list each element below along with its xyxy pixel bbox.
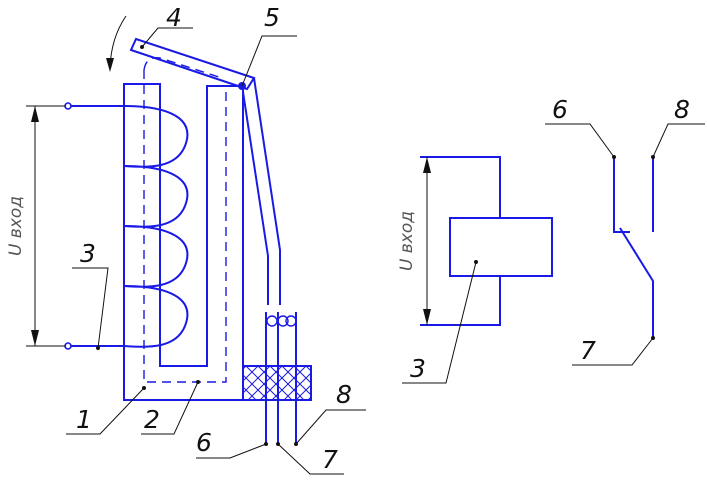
insulating-block bbox=[242, 365, 312, 401]
magnetic-core bbox=[123, 83, 244, 401]
dimension-arrow-bottom bbox=[31, 330, 39, 346]
contact-6-normally-closed bbox=[613, 157, 630, 233]
relay-coil-symbol bbox=[449, 217, 553, 277]
callout-leaders bbox=[402, 123, 705, 384]
callout-8: 8 bbox=[336, 380, 352, 409]
callout-7: 7 bbox=[322, 445, 338, 474]
pusher-rod bbox=[242, 77, 281, 305]
input-voltage-label: U вход bbox=[6, 196, 26, 256]
coil-winding bbox=[66, 105, 189, 348]
magnetic-flux-path-top bbox=[143, 57, 223, 79]
callout-8: 8 bbox=[674, 95, 690, 124]
armature bbox=[129, 37, 256, 91]
armature-motion-arrowhead bbox=[106, 58, 114, 72]
coil-lead-bottom bbox=[420, 276, 501, 326]
input-voltage-label: U вход bbox=[397, 211, 417, 271]
dimension-arrow-bottom bbox=[423, 309, 431, 325]
callout-leaders bbox=[66, 27, 366, 475]
contact-point bbox=[277, 315, 289, 327]
dimension-arrow-top bbox=[423, 157, 431, 173]
contact-7-common bbox=[619, 227, 654, 338]
callout-3: 3 bbox=[80, 239, 96, 268]
callout-1: 1 bbox=[76, 405, 92, 434]
callout-5: 5 bbox=[264, 3, 280, 32]
contact-point bbox=[285, 315, 297, 327]
callout-6: 6 bbox=[196, 428, 212, 457]
dimension-arrow-top bbox=[31, 106, 39, 122]
coil-lead-top bbox=[420, 156, 501, 218]
callout-3: 3 bbox=[410, 354, 426, 383]
relay-schematic-view: U вход 6 8 7 3 bbox=[397, 95, 705, 384]
contact-point bbox=[266, 315, 278, 327]
callout-2: 2 bbox=[144, 405, 160, 434]
callout-6: 6 bbox=[552, 95, 568, 124]
relay-construction-view: U вход bbox=[6, 3, 366, 475]
callout-7: 7 bbox=[580, 336, 596, 365]
callout-4: 4 bbox=[166, 3, 182, 32]
